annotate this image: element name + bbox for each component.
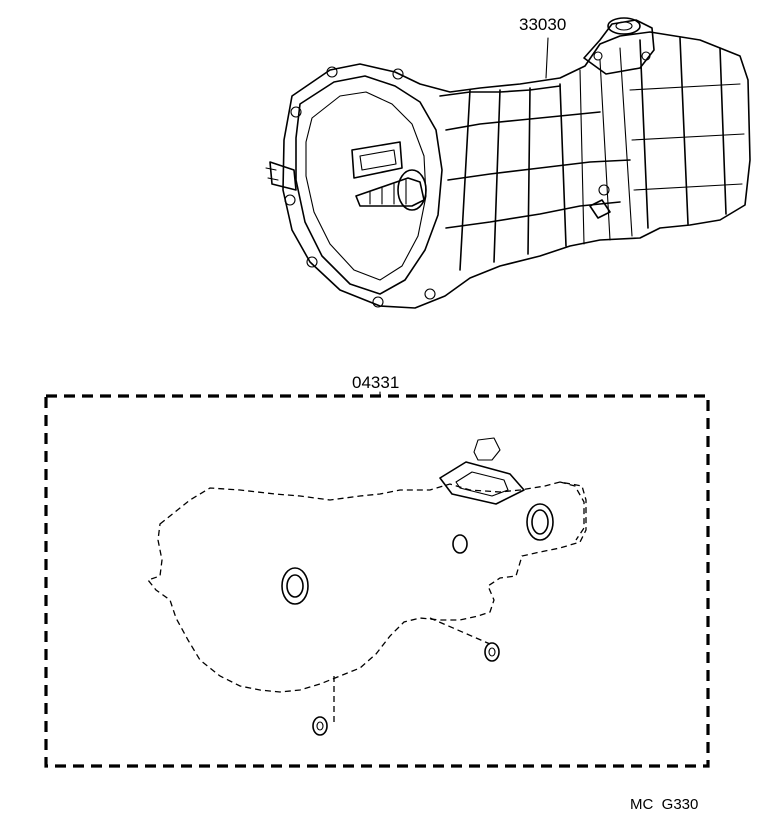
- transmission-assembly: [265, 17, 751, 309]
- front-oil-seal: [281, 567, 309, 605]
- drain-plug-gasket: [429, 617, 500, 662]
- filler-plug-gasket: [312, 676, 335, 736]
- gasket-kit: [44, 391, 710, 768]
- figure-code: MC G330: [630, 796, 699, 813]
- gasket-kit-frame: [44, 394, 710, 768]
- part-number-transmission: 33030: [519, 15, 567, 34]
- shift-cover-gasket: [439, 461, 525, 505]
- o-ring: [452, 534, 468, 554]
- rear-oil-seal: [526, 503, 554, 541]
- part-number-gasket-kit: 04331: [352, 373, 400, 392]
